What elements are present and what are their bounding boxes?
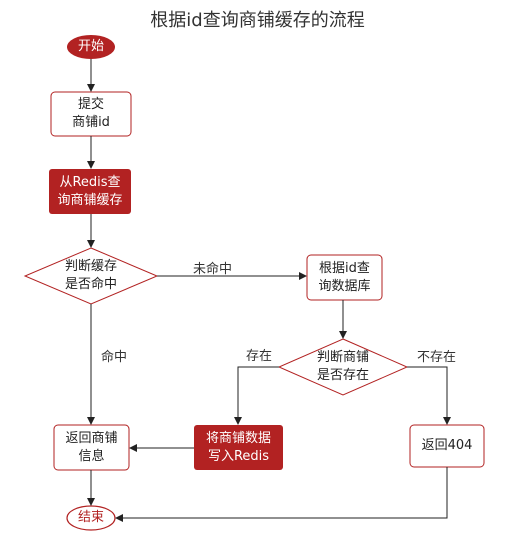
start-node (67, 35, 115, 59)
edge-exists (234, 366, 279, 425)
not-exists-edge-label: 不存在 (417, 350, 457, 365)
miss-edge-label: 未命中 (193, 262, 233, 277)
submit-node (50, 91, 132, 137)
exists-decision (277, 338, 409, 396)
hit-edge-label: 命中 (101, 350, 128, 365)
cache-hit-decision (23, 247, 159, 305)
edge-404-end (115, 467, 448, 522)
query-redis-node (49, 169, 131, 214)
return-404-node (409, 424, 485, 468)
return-info-node (53, 424, 130, 471)
write-redis-node (194, 425, 283, 470)
query-db-node (306, 254, 383, 301)
end-node (66, 505, 116, 531)
diagram-title: 根据id查询商铺缓存的流程 (150, 10, 365, 31)
exists-edge-label: 存在 (246, 349, 273, 364)
edge-not-exists (407, 366, 451, 425)
